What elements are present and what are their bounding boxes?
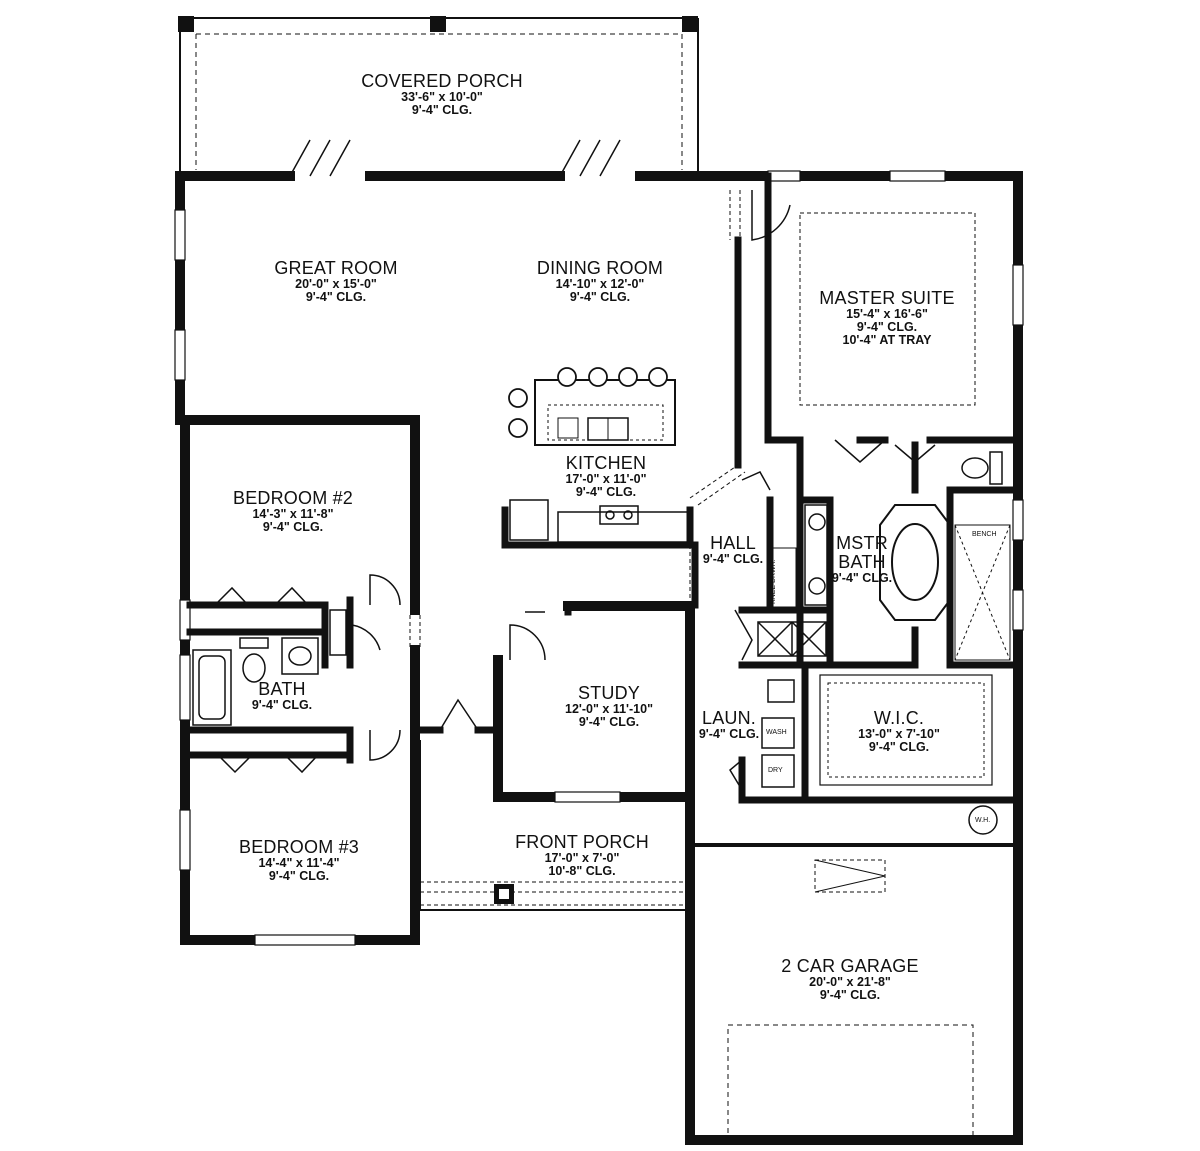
dining-room-clg: 9'-4" CLG. bbox=[569, 290, 631, 305]
dining-room-name: DINING ROOM bbox=[536, 258, 664, 278]
bath-label: BATH 9'-4" CLG. bbox=[252, 680, 312, 712]
wic-clg: 9'-4" CLG. bbox=[868, 740, 930, 755]
great-room-clg: 9'-4" CLG. bbox=[305, 290, 367, 305]
covered-porch-beam-line bbox=[195, 33, 683, 170]
wic-label: W.I.C. 13'-0" x 7'-10" 9'-4" CLG. bbox=[858, 709, 940, 754]
bath-name: BATH bbox=[258, 679, 306, 699]
study-label: STUDY 12'-0" x 11'-10" 9'-4" CLG. bbox=[565, 684, 653, 729]
kitchen-name: KITCHEN bbox=[565, 453, 647, 473]
wic-name: W.I.C. bbox=[873, 708, 925, 728]
bar-stools bbox=[508, 367, 668, 438]
great-room-name: GREAT ROOM bbox=[274, 258, 398, 278]
knee-drawer-label: KNEE DRWR. bbox=[770, 559, 777, 604]
mstr-bath-name1: MSTR bbox=[836, 533, 888, 553]
covered-porch-clg: 9'-4" CLG. bbox=[411, 103, 473, 118]
covered-porch-label: COVERED PORCH 33'-6" x 10'-0" 9'-4" CLG. bbox=[361, 72, 523, 117]
bedroom2-label: BEDROOM #2 14'-3" x 11'-8" 9'-4" CLG. bbox=[233, 489, 353, 534]
kitchen-clg: 9'-4" CLG. bbox=[575, 485, 637, 500]
front-porch-dims: 17'-0" x 7'-0" bbox=[544, 850, 620, 865]
bedroom3-label: BEDROOM #3 14'-4" x 11'-4" 9'-4" CLG. bbox=[239, 838, 359, 883]
study-name: STUDY bbox=[577, 683, 640, 703]
front-porch-name: FRONT PORCH bbox=[515, 832, 649, 852]
mstr-bath-name2: BATH bbox=[838, 551, 886, 572]
front-porch-outline bbox=[419, 740, 686, 911]
linen-cabinet-icon bbox=[757, 621, 827, 657]
master-suite-name: MASTER SUITE bbox=[819, 288, 955, 308]
hall-label: HALL 9'-4" CLG. bbox=[703, 534, 763, 566]
hall-name: HALL bbox=[710, 533, 756, 553]
covered-porch-name: COVERED PORCH bbox=[361, 71, 523, 91]
hall-clg: 9'-4" CLG. bbox=[702, 551, 764, 566]
laundry-fixtures bbox=[761, 679, 795, 788]
master-shower-icon bbox=[954, 524, 1011, 661]
water-heater-icon bbox=[968, 805, 998, 835]
front-porch-clg: 10'-8" CLG. bbox=[548, 864, 616, 879]
kitchen-dims: 17'-0" x 11'-0" bbox=[565, 471, 647, 486]
wic-dims: 13'-0" x 7'-10" bbox=[858, 726, 940, 741]
hall-bath-fixtures bbox=[192, 637, 319, 726]
doors bbox=[214, 139, 936, 791]
garage-label: 2 CAR GARAGE 20'-0" x 21'-8" 9'-4" CLG. bbox=[781, 957, 918, 1002]
great-room-label: GREAT ROOM 20'-0" x 15'-0" 9'-4" CLG. bbox=[274, 259, 397, 304]
knee-drawer bbox=[771, 547, 797, 609]
master-suite-tray: 10'-4" AT TRAY bbox=[842, 333, 932, 348]
master-suite-clg: 9'-4" CLG. bbox=[856, 320, 918, 335]
bedroom2-name: BEDROOM #2 bbox=[232, 488, 354, 508]
mstr-bath-clg: 9'-4" CLG. bbox=[831, 570, 893, 585]
kitchen-counter bbox=[509, 499, 689, 543]
laundry-clg: 9'-4" CLG. bbox=[698, 726, 760, 741]
bedroom3-clg: 9'-4" CLG. bbox=[268, 869, 330, 884]
laundry-label: LAUN. 9'-4" CLG. bbox=[699, 709, 759, 741]
washer-label: WASH bbox=[766, 729, 787, 736]
garage-clg: 9'-4" CLG. bbox=[819, 988, 881, 1003]
bath-clg: 9'-4" CLG. bbox=[251, 697, 313, 712]
study-clg: 9'-4" CLG. bbox=[578, 715, 640, 730]
mstr-bath-label: MSTR BATH 9'-4" CLG. bbox=[832, 534, 892, 585]
bedroom2-clg: 9'-4" CLG. bbox=[262, 520, 324, 535]
openings bbox=[409, 190, 746, 906]
master-toilet-icon bbox=[961, 451, 1003, 485]
garage-details bbox=[695, 843, 1013, 1141]
bath-linen-closet bbox=[329, 609, 347, 656]
master-tub-icon bbox=[879, 504, 951, 621]
water-heater-label: W.H. bbox=[975, 817, 991, 824]
kitchen-label: KITCHEN 17'-0" x 11'-0" 9'-4" CLG. bbox=[565, 454, 646, 499]
study-dims: 12'-0" x 11'-10" bbox=[565, 701, 653, 716]
windows bbox=[174, 170, 1024, 946]
bedroom3-name: BEDROOM #3 bbox=[238, 837, 360, 857]
porch-columns bbox=[178, 16, 698, 32]
bedroom2-dims: 14'-3" x 11'-8" bbox=[252, 506, 334, 521]
garage-dims: 20'-0" x 21'-8" bbox=[809, 974, 891, 989]
dining-room-dims: 14'-10" x 12'-0" bbox=[555, 276, 645, 291]
great-room-dims: 20'-0" x 15'-0" bbox=[295, 276, 377, 291]
bench-label: BENCH bbox=[972, 531, 997, 538]
garage-name: 2 CAR GARAGE bbox=[781, 956, 919, 976]
master-sinks-icon bbox=[804, 504, 828, 606]
covered-porch-dims: 33'-6" x 10'-0" bbox=[401, 89, 483, 104]
dryer-label: DRY bbox=[768, 767, 783, 774]
bedroom3-dims: 14'-4" x 11'-4" bbox=[258, 855, 340, 870]
master-tray-ceiling bbox=[799, 212, 976, 406]
kitchen-island bbox=[534, 379, 676, 446]
master-suite-dims: 15'-4" x 16'-6" bbox=[846, 306, 928, 321]
laundry-name: LAUN. bbox=[701, 708, 757, 728]
dining-room-label: DINING ROOM 14'-10" x 12'-0" 9'-4" CLG. bbox=[537, 259, 663, 304]
master-suite-label: MASTER SUITE 15'-4" x 16'-6" 9'-4" CLG. … bbox=[819, 289, 954, 347]
wic-shelf-line bbox=[819, 674, 993, 786]
front-porch-label: FRONT PORCH 17'-0" x 7'-0" 10'-8" CLG. bbox=[515, 833, 649, 878]
